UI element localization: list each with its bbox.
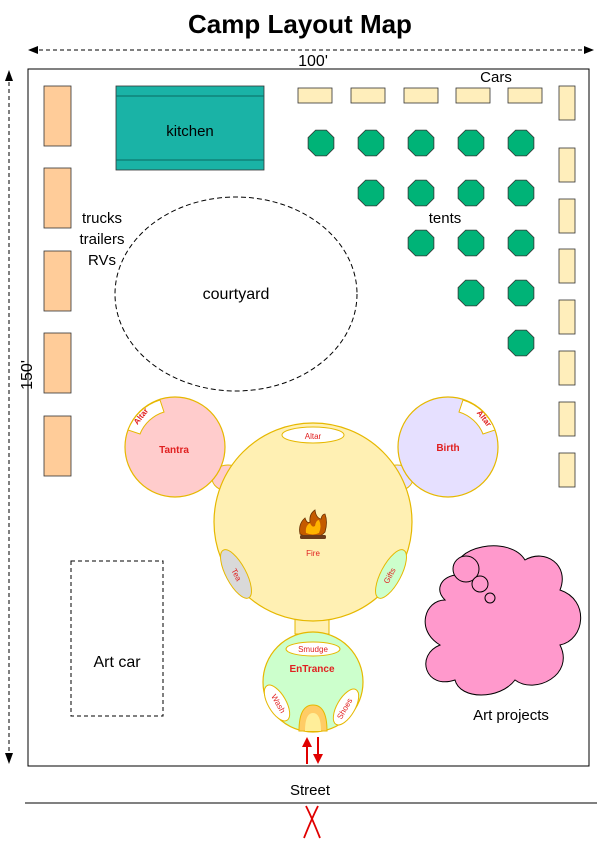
tent bbox=[507, 329, 535, 357]
fire-icon bbox=[299, 509, 327, 539]
smudge-station bbox=[285, 641, 341, 657]
courtyard: courtyard bbox=[114, 196, 358, 392]
tent bbox=[507, 229, 535, 257]
svg-text:trailers: trailers bbox=[79, 231, 124, 248]
tent bbox=[357, 129, 385, 157]
tantra-dome bbox=[124, 396, 226, 498]
kitchen-label: kitchen bbox=[166, 123, 214, 140]
tent bbox=[457, 229, 485, 257]
svg-text:RVs: RVs bbox=[88, 252, 116, 269]
smudge-label: Smudge bbox=[298, 645, 328, 654]
tents-label: tents bbox=[429, 210, 462, 227]
birth-dome bbox=[397, 396, 499, 498]
entrance-label: EnTrance bbox=[289, 664, 334, 675]
tent bbox=[407, 129, 435, 157]
car-spot bbox=[558, 147, 576, 183]
tent bbox=[407, 179, 435, 207]
car-spot bbox=[350, 87, 386, 104]
street: Street bbox=[25, 782, 597, 839]
vehicle-spot bbox=[43, 415, 72, 477]
car-spot bbox=[558, 299, 576, 335]
car-spot bbox=[558, 452, 576, 488]
car-spot bbox=[558, 198, 576, 234]
birth-label: Birth bbox=[436, 443, 459, 454]
gifts-station bbox=[375, 549, 407, 599]
dome-complex: Altar Tantra Altar Birth Altar Fire Tea … bbox=[124, 396, 499, 733]
tent bbox=[307, 129, 335, 157]
car-spot bbox=[558, 248, 576, 284]
street-crossing-icon bbox=[303, 805, 321, 839]
tent bbox=[457, 179, 485, 207]
height-dimension: 150' bbox=[5, 70, 36, 764]
tea-station bbox=[220, 549, 252, 599]
tents bbox=[307, 129, 535, 357]
car-spot bbox=[297, 87, 333, 104]
entry-exit-arrows bbox=[302, 737, 323, 764]
vehicle-spot bbox=[43, 167, 72, 229]
tent bbox=[357, 179, 385, 207]
car-spot bbox=[455, 87, 491, 104]
vehicles-label: trucks trailers RVs bbox=[79, 210, 124, 269]
cars-label: Cars bbox=[480, 69, 512, 86]
kitchen: kitchen bbox=[115, 85, 265, 171]
car-spot bbox=[403, 87, 439, 104]
tantra-altar bbox=[127, 399, 165, 435]
width-dimension: 100' bbox=[28, 46, 594, 70]
camp-boundary bbox=[27, 68, 590, 767]
car-spots-top bbox=[297, 87, 543, 104]
street-label: Street bbox=[290, 782, 331, 799]
shoes-station bbox=[332, 688, 360, 726]
car-spot bbox=[558, 85, 576, 121]
car-spots-right bbox=[558, 85, 576, 488]
vehicle-spot bbox=[43, 85, 72, 147]
tent bbox=[407, 229, 435, 257]
art-projects-label: Art projects bbox=[473, 707, 549, 724]
tent bbox=[507, 279, 535, 307]
center-altar bbox=[281, 426, 345, 444]
tent bbox=[457, 129, 485, 157]
wash-station bbox=[263, 684, 291, 722]
courtyard-label: courtyard bbox=[203, 286, 270, 303]
center-altar-label: Altar bbox=[305, 432, 322, 441]
birth-altar bbox=[458, 399, 496, 435]
tent bbox=[507, 179, 535, 207]
tent bbox=[457, 279, 485, 307]
vehicle-spot bbox=[43, 250, 72, 312]
art-projects: Art projects bbox=[424, 545, 582, 724]
art-car: Art car bbox=[70, 560, 164, 717]
svg-text:trucks: trucks bbox=[82, 210, 122, 227]
width-label: 100' bbox=[298, 53, 328, 70]
vehicle-spots bbox=[43, 85, 72, 477]
car-spot bbox=[507, 87, 543, 104]
tantra-label: Tantra bbox=[159, 445, 189, 456]
car-spot bbox=[558, 350, 576, 386]
fire-label: Fire bbox=[306, 549, 320, 558]
vehicle-spot bbox=[43, 332, 72, 394]
tent bbox=[507, 129, 535, 157]
car-spot bbox=[558, 401, 576, 437]
map-title: Camp Layout Map bbox=[188, 9, 412, 39]
art-car-label: Art car bbox=[93, 654, 141, 671]
